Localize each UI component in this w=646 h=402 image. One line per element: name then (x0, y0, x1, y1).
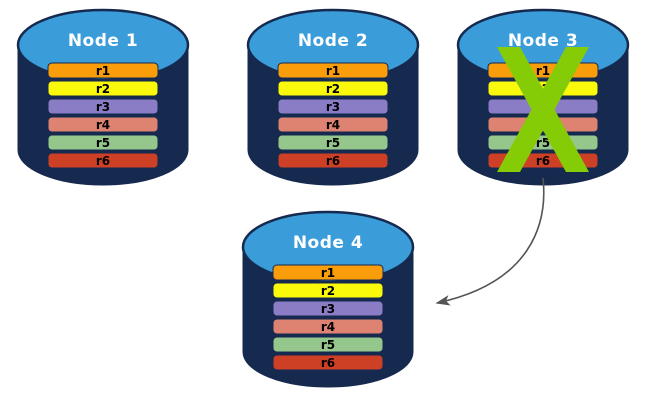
node-4-record-r6-label: r6 (321, 356, 335, 370)
node-2-record-r4-label: r4 (326, 118, 340, 132)
node-2[interactable]: Node 2 r1 r2 r3 r4 r5 r6 (246, 8, 420, 186)
node-2-record-r1-label: r1 (326, 64, 340, 78)
node-1-title: Node 1 (68, 31, 138, 51)
node-3-record-r6-label: r6 (536, 154, 550, 168)
node-4-title: Node 4 (293, 233, 363, 253)
green-x-cross-icon (497, 47, 589, 172)
node-4-record-r3 (272, 300, 384, 317)
node-1-record-r2-label: r2 (96, 82, 110, 96)
node-1-record-r1 (47, 62, 159, 79)
node-1-records: r1 r2 r3 r4 r5 r6 (47, 62, 159, 169)
node-2-record-r2-label: r2 (326, 82, 340, 96)
node-2-record-r5-label: r5 (326, 136, 340, 150)
node-3-record-r1-label: r1 (536, 64, 550, 78)
node-2-record-r5 (277, 134, 389, 151)
node-4-record-r2 (272, 282, 384, 299)
node-4-record-r6 (272, 354, 384, 371)
node-2-record-r3-label: r3 (326, 100, 340, 114)
node-2-title: Node 2 (298, 31, 368, 51)
node-1-record-r3 (47, 98, 159, 115)
node-4-records: r1 r2 r3 r4 r5 r6 (272, 264, 384, 371)
node-2-record-r6-label: r6 (326, 154, 340, 168)
node-2-record-r1 (277, 62, 389, 79)
node-4-record-r3-label: r3 (321, 302, 335, 316)
replication-arrow (435, 177, 545, 306)
node-2-record-r2 (277, 80, 389, 97)
node-3[interactable]: Node 3 r1 r2 r3 r4 r5 r6 (456, 8, 630, 186)
node-2-records: r1 r2 r3 r4 r5 r6 (277, 62, 389, 169)
node-1-record-r1-label: r1 (96, 64, 110, 78)
node-3-title: Node 3 (508, 31, 578, 51)
node-4-record-r4 (272, 318, 384, 335)
replication-arrow-line (435, 177, 545, 306)
node-1-record-r2 (47, 80, 159, 97)
node-4-record-r5-label: r5 (321, 338, 335, 352)
node-2-record-r6 (277, 152, 389, 169)
node-1-record-r6 (47, 152, 159, 169)
node-4-record-r2-label: r2 (321, 284, 335, 298)
node-4[interactable]: Node 4 r1 r2 r3 r4 r5 r6 (241, 210, 415, 388)
node-4-record-r1 (272, 264, 384, 281)
node-2-record-r4 (277, 116, 389, 133)
node-1-record-r6-label: r6 (96, 154, 110, 168)
node-1-record-r4 (47, 116, 159, 133)
node-4-record-r4-label: r4 (321, 320, 335, 334)
node-3-record-r5-label: r5 (536, 136, 550, 150)
node-4-record-r1-label: r1 (321, 266, 335, 280)
node-4-record-r5 (272, 336, 384, 353)
node-1-record-r4-label: r4 (96, 118, 110, 132)
node-1-record-r5-label: r5 (96, 136, 110, 150)
node-1-record-r3-label: r3 (96, 100, 110, 114)
node-1[interactable]: Node 1 r1 r2 r3 r4 r5 r6 (16, 8, 190, 186)
node-2-record-r3 (277, 98, 389, 115)
node-1-record-r5 (47, 134, 159, 151)
